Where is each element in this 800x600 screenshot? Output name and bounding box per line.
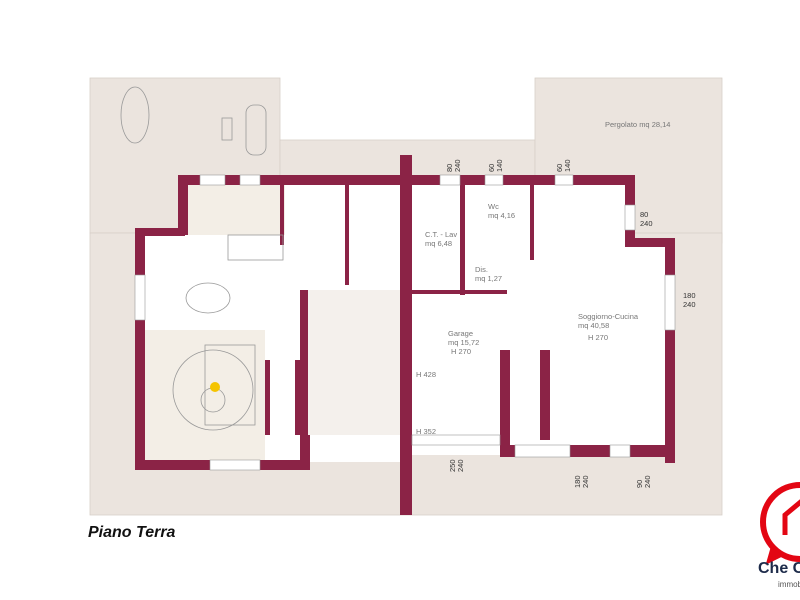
walls bbox=[135, 155, 675, 515]
room-label: Soggiorno-Cucina bbox=[578, 312, 639, 321]
svg-text:60: 60 bbox=[555, 164, 564, 172]
room-area: mq 4,16 bbox=[488, 211, 515, 220]
plan-title: Piano Terra bbox=[88, 524, 176, 541]
room-area: mq 1,27 bbox=[475, 274, 502, 283]
svg-text:140: 140 bbox=[495, 159, 504, 172]
svg-text:240: 240 bbox=[640, 219, 653, 228]
furniture bbox=[120, 86, 284, 431]
svg-text:180: 180 bbox=[573, 475, 582, 488]
svg-text:240: 240 bbox=[643, 475, 652, 488]
svg-text:80: 80 bbox=[640, 210, 648, 219]
svg-text:240: 240 bbox=[581, 475, 590, 488]
room-area: mq 15,72 bbox=[448, 338, 479, 347]
room-label: Wc bbox=[488, 202, 499, 211]
openings bbox=[134, 174, 676, 471]
dimensions: 80 240 60 140 60 140 80 240 180 240 250 … bbox=[445, 159, 696, 488]
svg-text:240: 240 bbox=[453, 159, 462, 172]
light-marker bbox=[210, 382, 220, 392]
agency-logo bbox=[760, 482, 800, 565]
logo-brand-text: Che C bbox=[758, 560, 800, 577]
kitchen-floor bbox=[185, 185, 285, 235]
room-label: Pergolato mq 28,14 bbox=[605, 120, 670, 129]
svg-text:140: 140 bbox=[563, 159, 572, 172]
room-height: H 270 bbox=[588, 333, 608, 342]
svg-text:240: 240 bbox=[456, 459, 465, 472]
svg-text:60: 60 bbox=[487, 164, 496, 172]
svg-text:90: 90 bbox=[635, 480, 644, 488]
room-area: mq 6,48 bbox=[425, 239, 452, 248]
svg-text:80: 80 bbox=[445, 164, 454, 172]
room-label: C.T. - Lav bbox=[425, 230, 457, 239]
stair-floor bbox=[305, 290, 405, 435]
svg-text:240: 240 bbox=[683, 300, 696, 309]
room-height: H 270 bbox=[451, 347, 471, 356]
height-label: H 428 bbox=[416, 370, 436, 379]
room-area: mq 40,58 bbox=[578, 321, 609, 330]
logo-sub-text: immob bbox=[778, 580, 800, 589]
svg-text:250: 250 bbox=[448, 459, 457, 472]
svg-text:180: 180 bbox=[683, 291, 696, 300]
height-label: H 352 bbox=[416, 427, 436, 436]
room-label: Dis. bbox=[475, 265, 488, 274]
room-label: Garage bbox=[448, 329, 473, 338]
